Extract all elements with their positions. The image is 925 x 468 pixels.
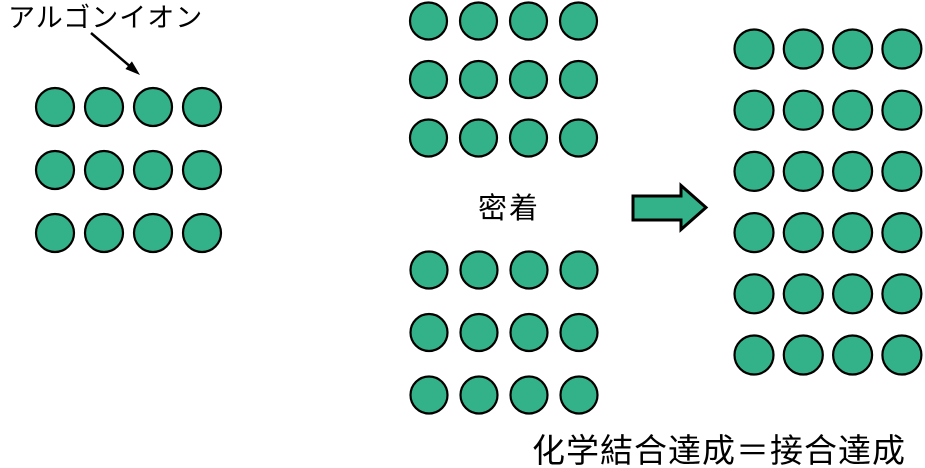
atom-circle xyxy=(881,273,923,315)
atom-circle xyxy=(733,334,775,376)
atom-circle xyxy=(559,312,599,353)
atom-circle xyxy=(508,1,549,41)
atom-circle xyxy=(558,59,599,100)
atom-circle xyxy=(509,375,549,415)
atom-circle xyxy=(831,28,874,70)
atom-circle xyxy=(509,312,549,353)
atom-group-bonded-block xyxy=(733,28,923,376)
atom-circle xyxy=(459,312,499,353)
atom-circle xyxy=(409,312,449,353)
atom-circle xyxy=(831,334,874,376)
atom-circle xyxy=(733,273,775,315)
atom-circle xyxy=(782,212,824,254)
result-caption-label: 化学結合達成＝接合達成 xyxy=(532,432,906,468)
atom-circle xyxy=(558,118,599,158)
atom-circle xyxy=(132,212,174,254)
atom-circle xyxy=(558,1,599,41)
atom-circle xyxy=(458,118,499,158)
atom-circle xyxy=(409,250,449,290)
atom-circle xyxy=(831,212,874,254)
atom-circle xyxy=(459,250,499,290)
adhesion-label: 密着 xyxy=(478,192,540,225)
atom-circle xyxy=(34,212,76,254)
atom-circle xyxy=(458,1,499,41)
atom-circle xyxy=(881,28,923,70)
atom-circle xyxy=(181,86,223,128)
atom-circle xyxy=(132,86,174,128)
atom-circle xyxy=(559,375,599,415)
atom-circle xyxy=(132,149,174,191)
atom-circle xyxy=(34,149,76,191)
atom-circle xyxy=(509,250,549,290)
atom-circle xyxy=(831,150,874,192)
atom-circle xyxy=(408,1,449,41)
atom-circle xyxy=(831,273,874,315)
atom-circle xyxy=(508,118,549,158)
atom-circle xyxy=(458,59,499,100)
atom-circle xyxy=(559,250,599,290)
atom-circle xyxy=(733,150,775,192)
atom-circle xyxy=(181,149,223,191)
atom-circle xyxy=(408,59,449,100)
atom-circle xyxy=(83,149,125,191)
atom-circle xyxy=(831,89,874,131)
atom-circle xyxy=(782,89,824,131)
atom-circle xyxy=(733,28,775,70)
atom-circle xyxy=(181,212,223,254)
atom-circle xyxy=(881,212,923,254)
atom-circle xyxy=(782,28,824,70)
argon-ion-label: アルゴンイオン xyxy=(8,3,203,33)
atom-circle xyxy=(34,86,76,128)
atom-circle xyxy=(782,150,824,192)
atom-circle xyxy=(409,375,449,415)
atom-circle xyxy=(83,212,125,254)
atom-circle xyxy=(881,89,923,131)
atom-group-left-surface xyxy=(34,86,223,254)
atom-circle xyxy=(733,212,775,254)
atom-circle xyxy=(782,334,824,376)
atom-circle xyxy=(408,118,449,158)
atom-group-upper-surface xyxy=(408,1,599,158)
atom-circle xyxy=(83,86,125,128)
atom-circle xyxy=(881,150,923,192)
atom-circle xyxy=(782,273,824,315)
atom-circle xyxy=(733,89,775,131)
annotation-arrow-head xyxy=(125,61,140,75)
argon-annotation-arrow-icon xyxy=(90,32,140,75)
annotation-arrow-shaft xyxy=(90,32,130,67)
atom-circle xyxy=(508,59,549,100)
right-block-arrow-icon xyxy=(631,182,709,233)
atom-circle xyxy=(881,334,923,376)
atom-group-lower-surface xyxy=(409,250,599,415)
atom-circle xyxy=(459,375,499,415)
